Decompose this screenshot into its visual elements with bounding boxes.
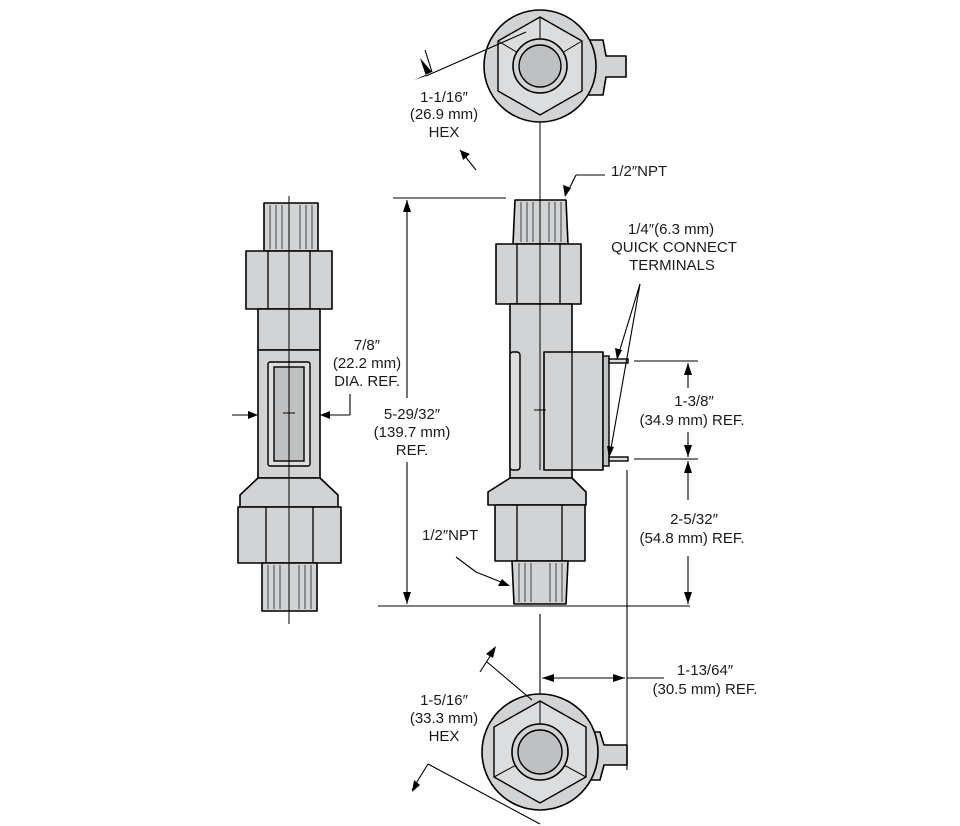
length-label-line3: REF. xyxy=(396,442,429,459)
terminals-label-line2: QUICK CONNECT xyxy=(611,239,737,256)
offset-dimension xyxy=(539,470,664,770)
terminal-leaders xyxy=(607,283,641,458)
bottom-hex-label-line3: HEX xyxy=(429,728,460,745)
terminal-spacing-dimension xyxy=(634,360,698,460)
terminal-height-label-line1: 2-5/32″ xyxy=(670,511,719,528)
top-hex-label-line1: 1-1/16″ xyxy=(420,89,469,106)
length-label-line1: 5-29/32″ xyxy=(384,406,441,423)
top-npt-leader xyxy=(563,174,605,197)
diameter-label-line1: 7/8″ xyxy=(354,337,381,354)
right-side-view xyxy=(487,198,629,605)
top-hex-label-line3: HEX xyxy=(429,124,460,141)
bottom-hex-label-line2: (33.3 mm) xyxy=(410,710,478,727)
top-end-view xyxy=(483,9,627,198)
left-side-view xyxy=(237,196,342,624)
terminal-height-dimension xyxy=(684,461,692,604)
top-npt-label: 1/2″NPT xyxy=(611,163,667,180)
bottom-end-view xyxy=(481,693,628,811)
diameter-label-line2: (22.2 mm) xyxy=(333,355,401,372)
overall-length-dimension xyxy=(378,197,690,607)
terminal-spacing-label-line2: (34.9 mm) REF. xyxy=(639,412,744,429)
top-hex-label-line2: (26.9 mm) xyxy=(410,106,478,123)
bottom-hex-label-line1: 1-5/16″ xyxy=(420,692,469,709)
dimension-labels: 1-1/16″ (26.9 mm) HEX 1/2″NPT 1/4″(6.3 m… xyxy=(333,89,758,745)
offset-label-line1: 1-13/64″ xyxy=(677,662,734,679)
bottom-npt-leader xyxy=(455,556,510,586)
diameter-label-line3: DIA. REF. xyxy=(334,373,400,390)
terminals-label-line1: 1/4″(6.3 mm) xyxy=(628,221,714,238)
terminal-spacing-label-line1: 1-3/8″ xyxy=(674,393,714,410)
terminal-height-label-line2: (54.8 mm) REF. xyxy=(639,530,744,547)
top-hex-dimension xyxy=(414,31,527,171)
offset-label-line2: (30.5 mm) REF. xyxy=(652,681,757,698)
terminals-label-line3: TERMINALS xyxy=(629,257,715,274)
length-label-line2: (139.7 mm) xyxy=(374,424,451,441)
diameter-dimension xyxy=(232,394,351,419)
bottom-hex-dimension xyxy=(411,646,541,825)
bottom-npt-label: 1/2″NPT xyxy=(422,527,478,544)
